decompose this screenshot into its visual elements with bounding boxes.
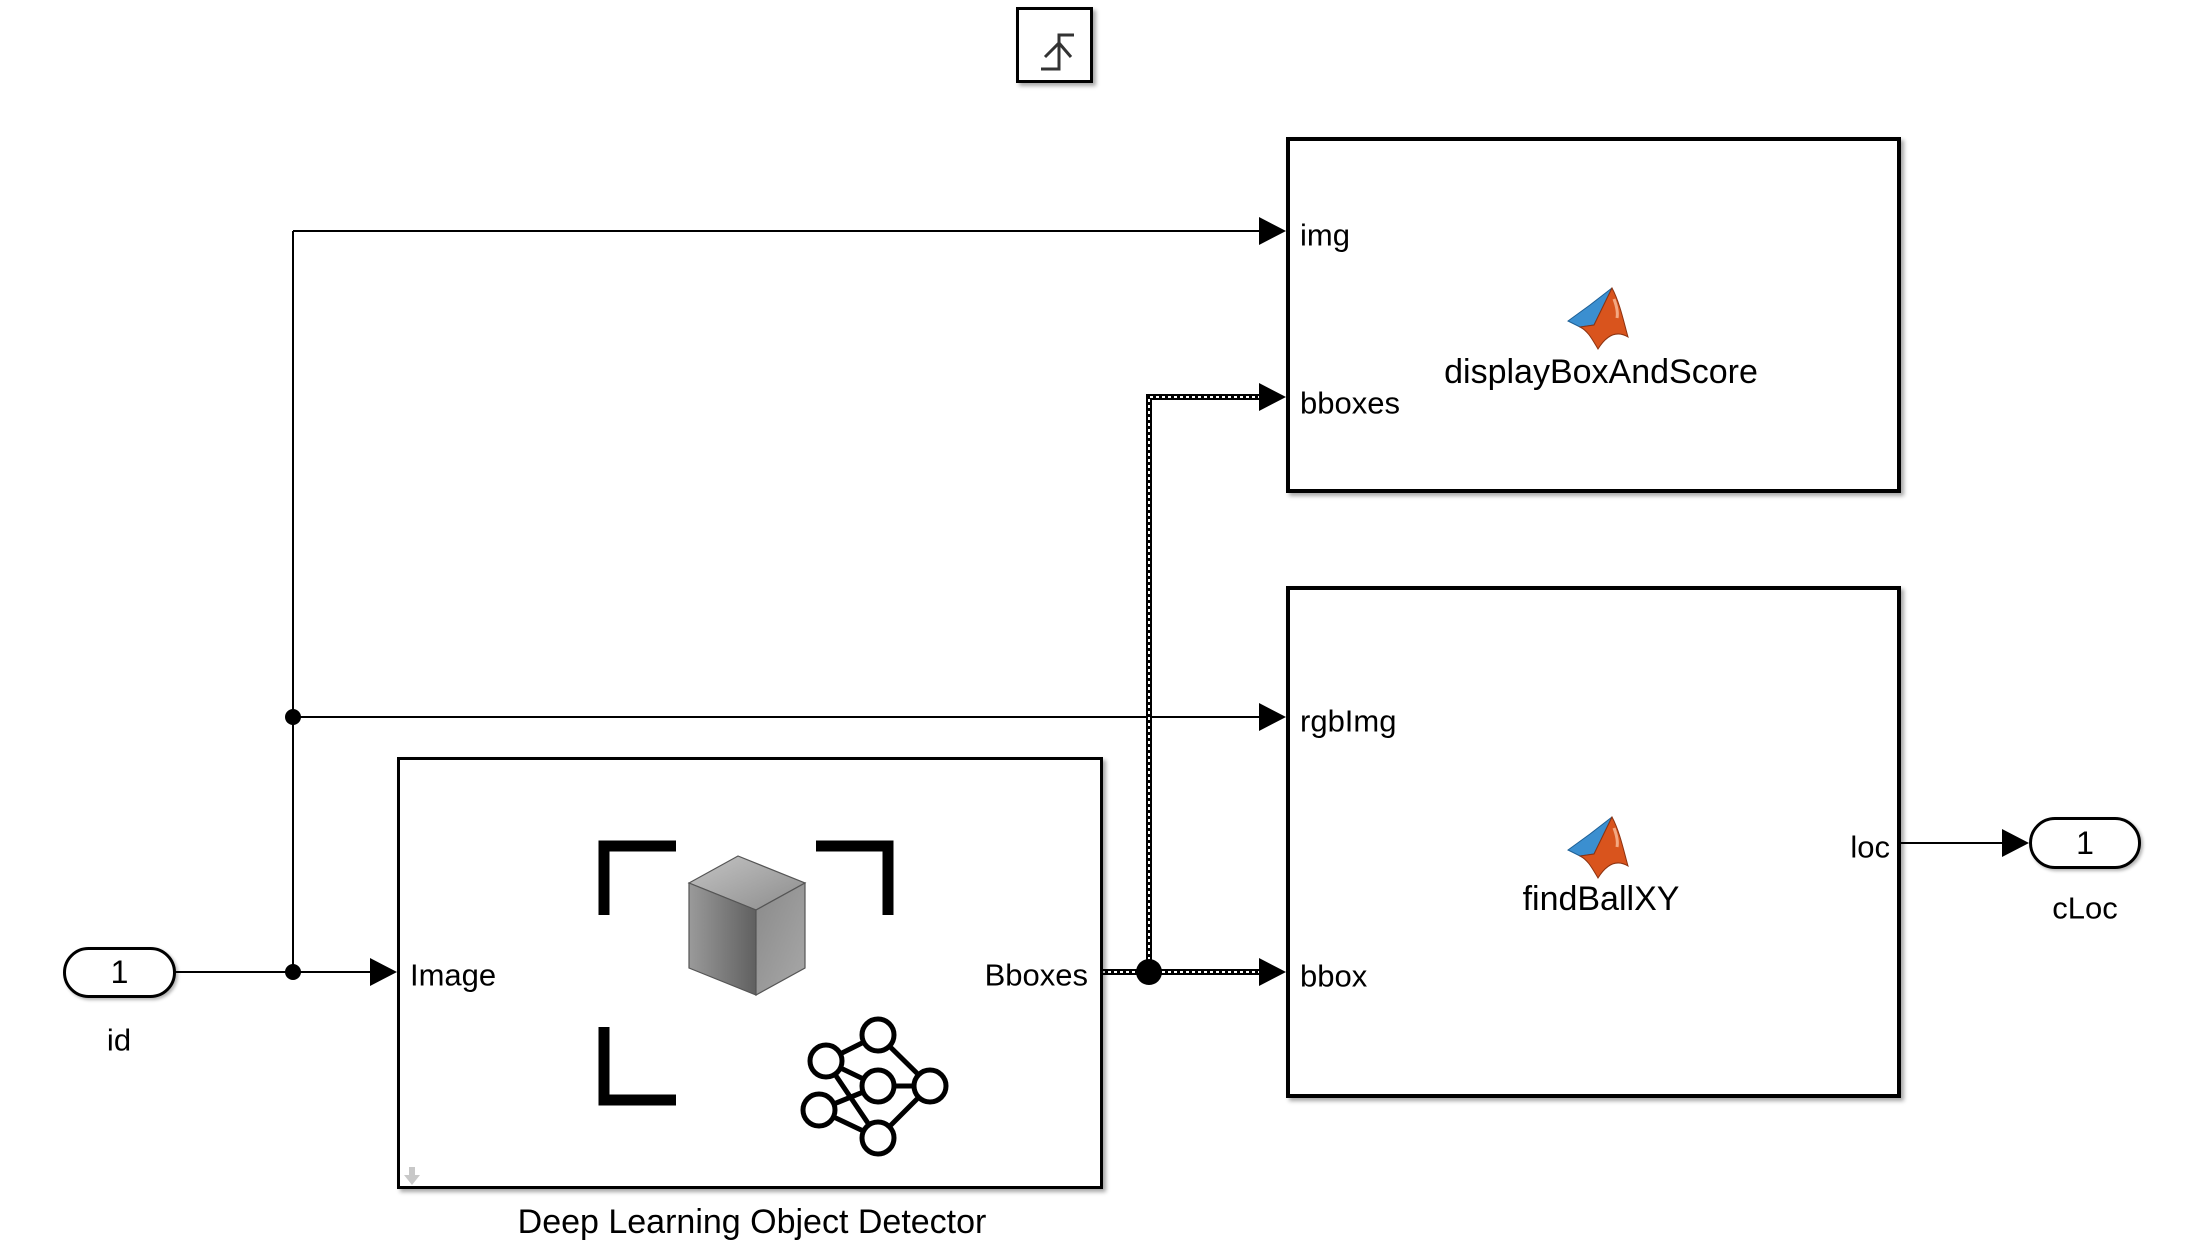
inport-number: 1 <box>110 954 129 990</box>
rising-edge-trigger-icon <box>1041 33 1074 71</box>
outport-number: 1 <box>2076 824 2094 861</box>
arrowhead-bboxes-port <box>1259 383 1286 411</box>
down-arrow-icon <box>404 1167 420 1185</box>
detector-block-label: Deep Learning Object Detector <box>517 1203 987 1241</box>
matlab-logo-icon <box>1567 815 1629 879</box>
deep-learning-object-detector-block[interactable]: Image Bboxes <box>397 757 1103 1189</box>
arrowhead-bbox-port <box>1259 958 1286 986</box>
port-bbox: bbox <box>1300 958 1368 994</box>
arrowhead-image-port <box>370 958 397 986</box>
outport-label: cLoc <box>2052 890 2118 926</box>
port-bboxes-out: Bboxes <box>984 957 1088 993</box>
signal-bboxes-bus[interactable] <box>1102 394 1262 975</box>
matlab-logo-icon <box>1567 286 1629 350</box>
neural-network-icon <box>800 1016 949 1157</box>
inport-id[interactable]: 1 <box>63 947 176 998</box>
trigger-port-block[interactable] <box>1016 7 1093 83</box>
port-img: img <box>1300 217 1350 253</box>
branch-junction-bboxes <box>1136 959 1162 985</box>
arrowhead-cloc <box>2002 829 2029 857</box>
find-ball-xy-block[interactable]: findBallXY rgbImg bbox loc <box>1286 586 1901 1098</box>
cube-icon <box>687 855 807 997</box>
bounding-box-brackets <box>598 840 894 1106</box>
port-loc: loc <box>1850 829 1890 865</box>
display-block-label: displayBoxAndScore <box>1444 353 1758 391</box>
find-block-label: findBallXY <box>1522 880 1680 918</box>
outport-cloc[interactable]: 1 <box>2029 817 2141 869</box>
arrowhead-img-port <box>1259 217 1286 245</box>
inport-label: id <box>106 1022 132 1058</box>
arrowhead-rgbimg-port <box>1259 703 1286 731</box>
object-detector-neural-network-icon <box>404 840 949 1185</box>
port-image: Image <box>410 957 497 993</box>
port-rgbimg: rgbImg <box>1300 703 1397 739</box>
display-box-and-score-block[interactable]: displayBoxAndScore img bboxes <box>1286 137 1901 493</box>
port-bboxes-in: bboxes <box>1300 385 1400 421</box>
